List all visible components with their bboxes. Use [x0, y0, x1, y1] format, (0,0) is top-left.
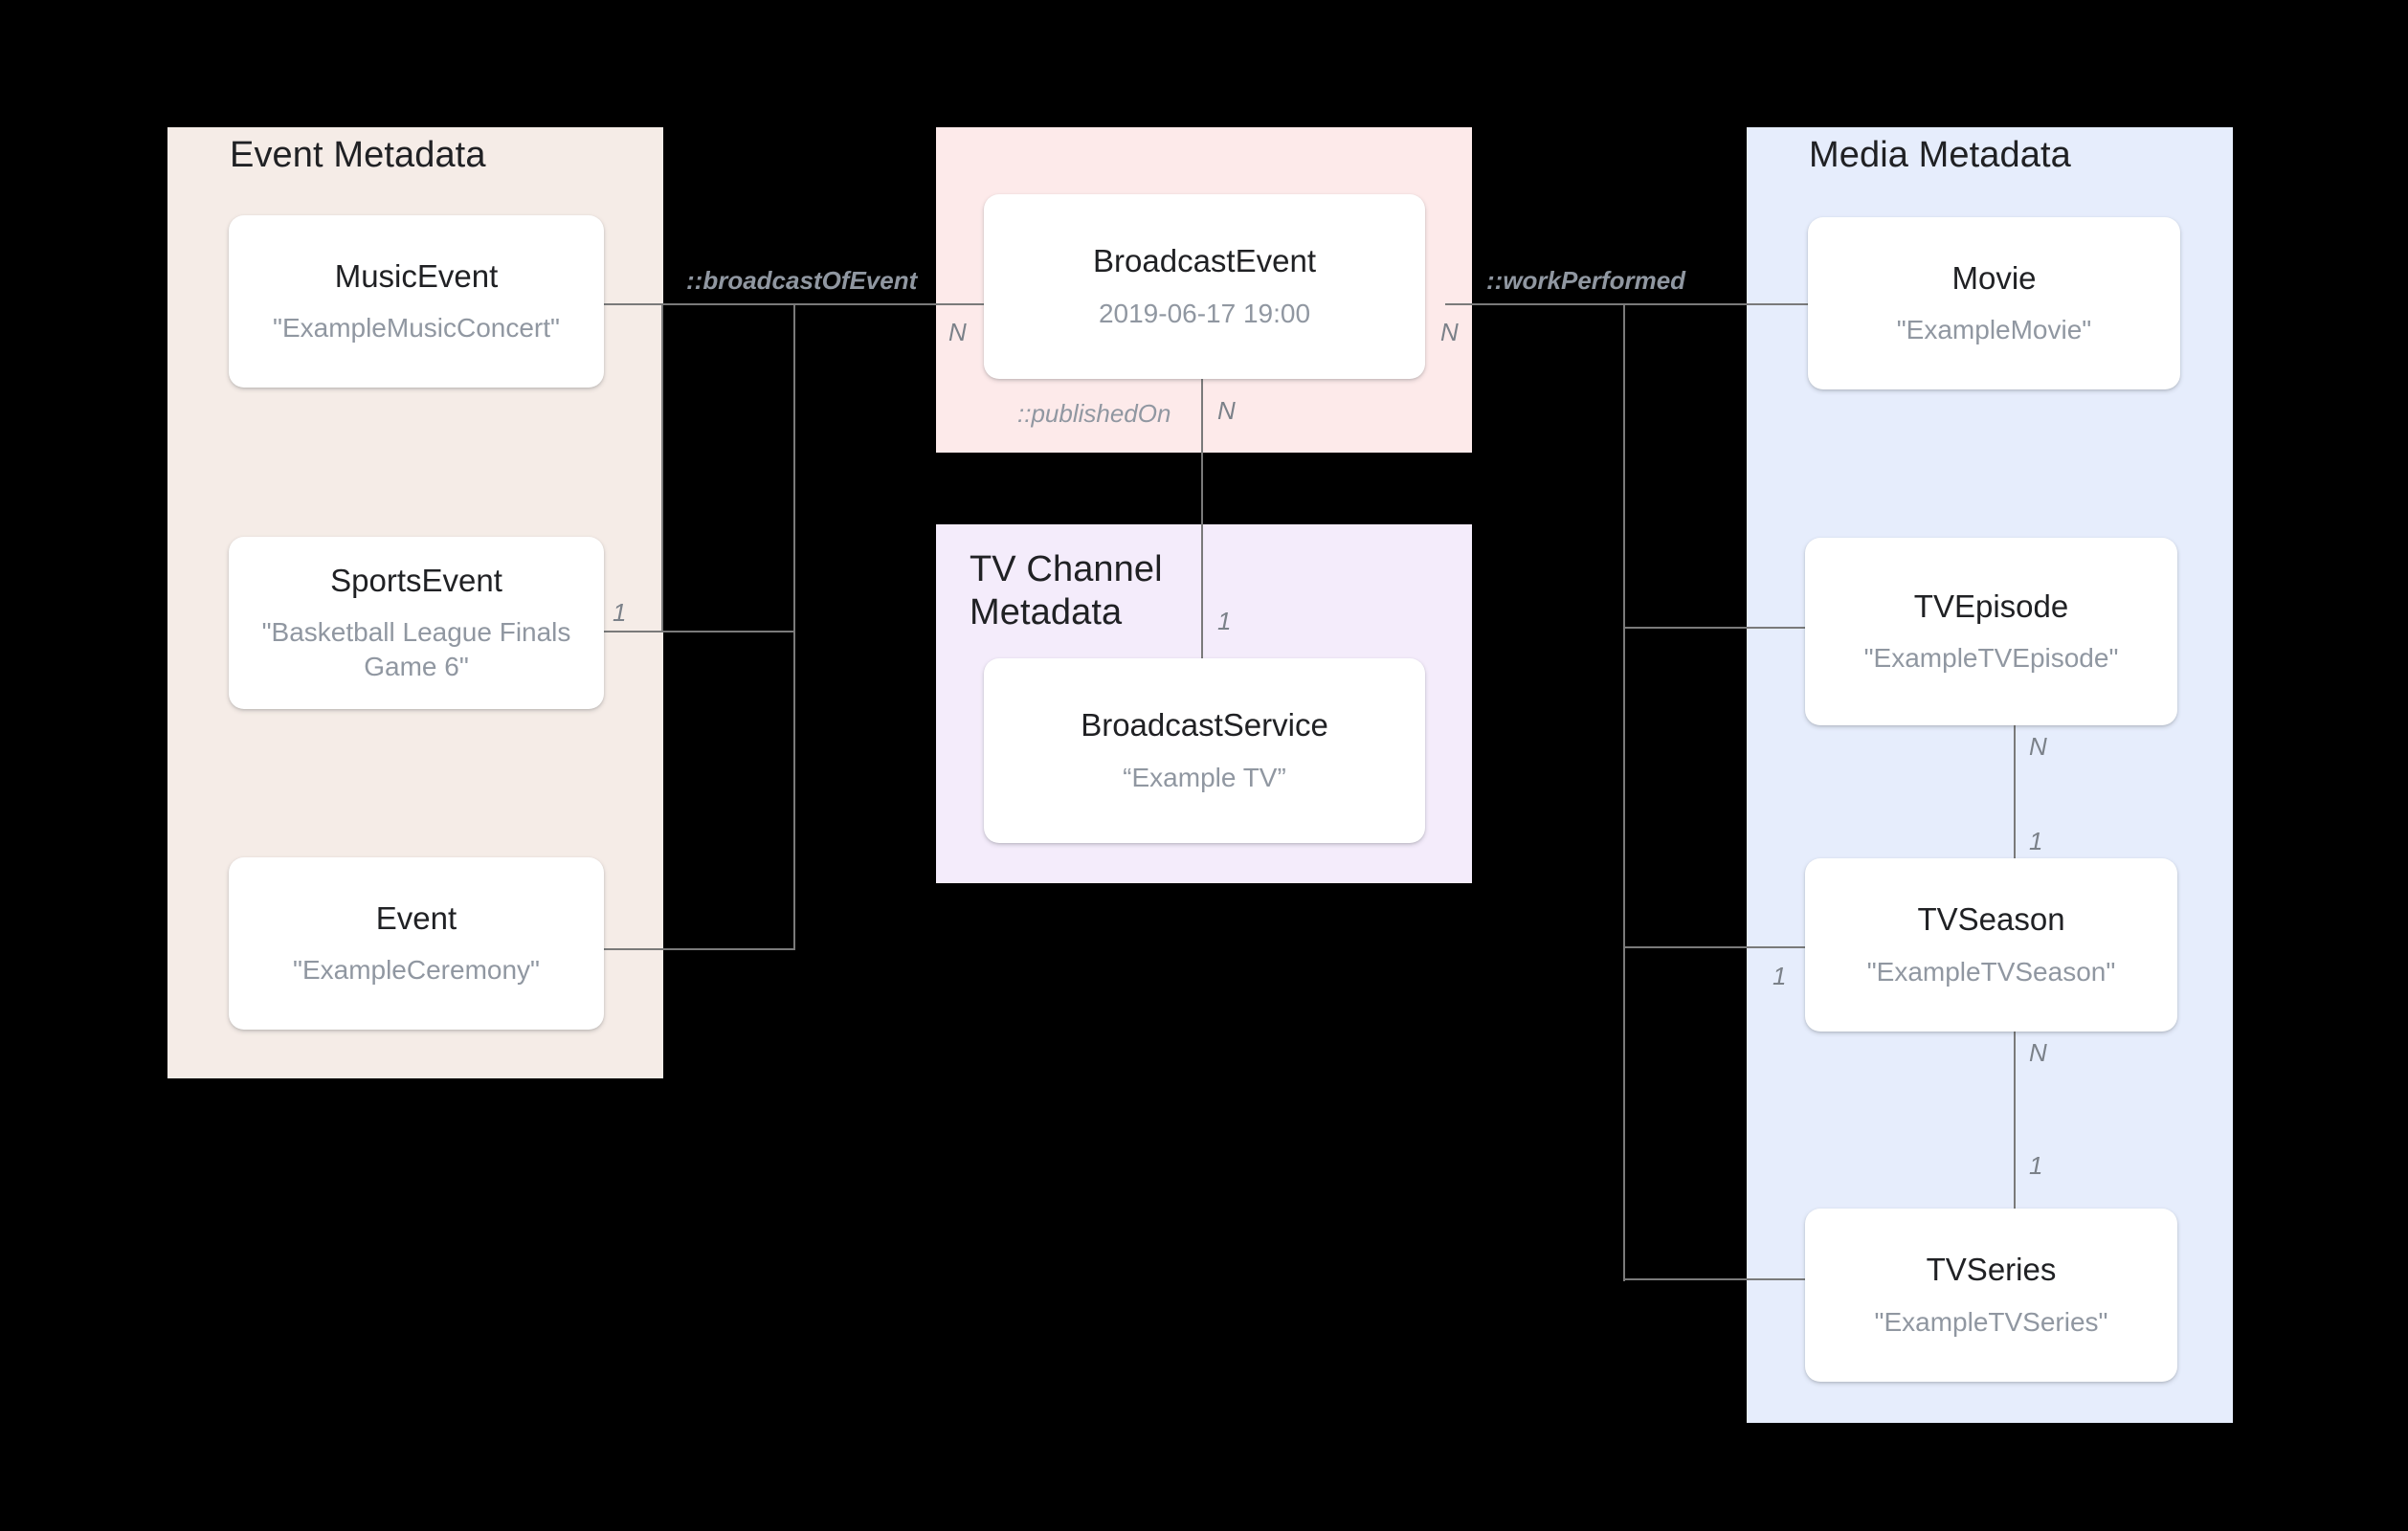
- cardinality-episode-season-one: 1: [2029, 827, 2043, 855]
- node-tvseason-value: "ExampleTVSeason": [1866, 956, 2116, 987]
- cardinality-episode-season-n: N: [2029, 732, 2047, 761]
- node-broadcastevent[interactable]: BroadcastEvent 2019-06-17 19:00: [984, 194, 1425, 379]
- connector-tvseries-branch: [1623, 1278, 1829, 1280]
- node-broadcastevent-value: 2019-06-17 19:00: [1098, 298, 1311, 328]
- node-sportsevent-value: "Basketball League Finals Game 6": [261, 617, 571, 682]
- connector-tvepisode-branch: [1623, 627, 1829, 629]
- node-tvseries[interactable]: TVSeries "ExampleTVSeries": [1805, 1209, 2177, 1382]
- cardinality-events-one: 1: [613, 598, 627, 627]
- cardinality-broadcast-of-event-n: N: [948, 318, 967, 346]
- cardinality-published-on-one: 1: [1217, 607, 1232, 635]
- connector-sportsevent-horizontal: [603, 631, 794, 632]
- connector-episode-season-vertical: [2014, 725, 2016, 907]
- node-movie-value: "ExampleMovie": [1896, 315, 2092, 345]
- cardinality-work-performed-n: N: [1440, 318, 1459, 346]
- node-tvseason-type: TVSeason: [1917, 901, 2065, 938]
- node-event-value: "ExampleCeremony": [293, 955, 540, 986]
- node-broadcastservice[interactable]: BroadcastService “Example TV”: [984, 658, 1425, 843]
- connector-workperformed-lead: [1445, 303, 1818, 305]
- node-tvseries-value: "ExampleTVSeries": [1874, 1306, 2108, 1337]
- cardinality-season-series-one: 1: [2029, 1151, 2043, 1180]
- node-sportsevent-type: SportsEvent: [330, 562, 502, 598]
- node-broadcastservice-value: “Example TV”: [1123, 762, 1286, 792]
- node-tvepisode[interactable]: TVEpisode "ExampleTVEpisode": [1805, 538, 2177, 725]
- node-tvseason[interactable]: TVSeason "ExampleTVSeason": [1805, 858, 2177, 1032]
- panel-title-tv-channel-metadata: TV Channel Metadata: [970, 549, 1163, 632]
- node-event[interactable]: Event "ExampleCeremony": [229, 857, 604, 1030]
- node-musicevent[interactable]: MusicEvent "ExampleMusicConcert": [229, 215, 604, 388]
- connector-broadcastofevent-lead: [660, 303, 986, 305]
- node-tvseries-type: TVSeries: [1926, 1252, 2057, 1288]
- node-sportsevent[interactable]: SportsEvent "Basketball League Finals Ga…: [229, 537, 604, 709]
- connector-publishedon-vertical: [1201, 378, 1203, 661]
- relation-label-published-on: ::publishedOn: [1017, 399, 1171, 428]
- node-movie[interactable]: Movie "ExampleMovie": [1808, 217, 2180, 389]
- node-musicevent-type: MusicEvent: [334, 257, 499, 294]
- connector-events-bus: [661, 303, 663, 631]
- node-tvepisode-type: TVEpisode: [1913, 588, 2069, 624]
- node-movie-type: Movie: [1951, 259, 2037, 296]
- connector-events-trunk: [793, 303, 795, 950]
- node-broadcastevent-type: BroadcastEvent: [1093, 243, 1316, 279]
- cardinality-season-series-n: N: [2029, 1038, 2047, 1067]
- cardinality-season-branch-one: 1: [1773, 962, 1787, 990]
- panel-title-media-metadata: Media Metadata: [1809, 135, 2071, 175]
- relation-label-work-performed: ::workPerformed: [1486, 266, 1686, 295]
- connector-media-trunk: [1623, 303, 1625, 1281]
- cardinality-published-on-n: N: [1217, 396, 1236, 425]
- node-broadcastservice-type: BroadcastService: [1081, 707, 1328, 743]
- connector-event-horizontal: [603, 948, 794, 950]
- node-event-type: Event: [375, 899, 457, 936]
- node-tvepisode-value: "ExampleTVEpisode": [1863, 643, 2119, 674]
- connector-tvseason-branch: [1623, 946, 1829, 948]
- panel-title-event-metadata: Event Metadata: [230, 135, 486, 175]
- relation-label-broadcast-of-event: ::broadcastOfEvent: [686, 266, 918, 295]
- node-musicevent-value: "ExampleMusicConcert": [273, 313, 560, 344]
- connector-season-series-vertical: [2014, 1032, 2016, 1209]
